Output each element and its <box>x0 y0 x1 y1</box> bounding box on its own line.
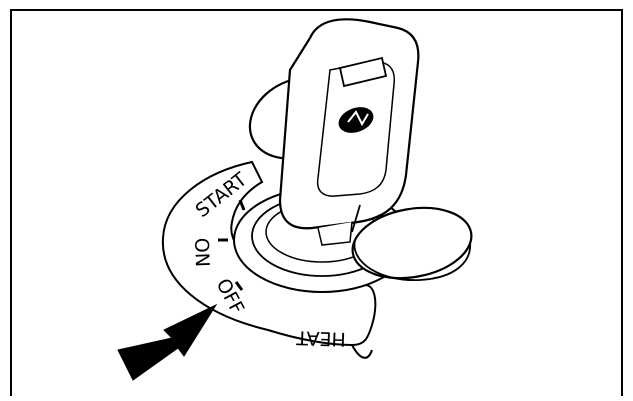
tick-start <box>240 200 244 210</box>
label-on: ON <box>190 237 213 267</box>
label-heat: HEAT <box>296 326 347 350</box>
pointer-arrow-icon <box>118 305 216 380</box>
